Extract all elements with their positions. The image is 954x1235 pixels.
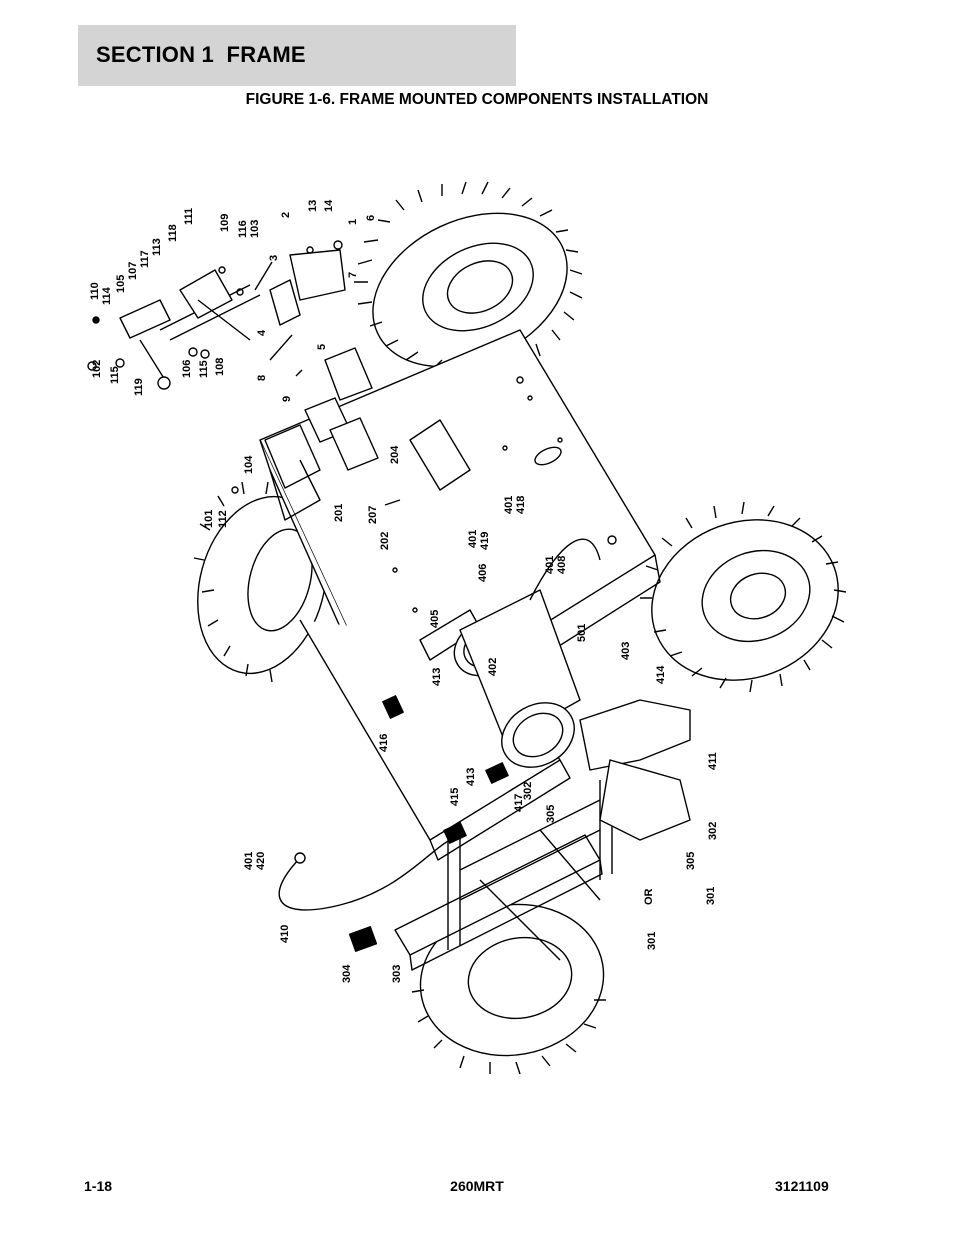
callout-408: 408	[556, 556, 568, 574]
callout-303: 303	[391, 965, 403, 983]
callout-105: 105	[115, 275, 127, 293]
callout-117: 117	[139, 250, 151, 268]
footer-document-number: 3121109	[775, 1178, 829, 1194]
callout-207: 207	[367, 506, 379, 524]
callout-104: 104	[243, 455, 255, 474]
callout-201: 201	[333, 504, 345, 522]
callout-13: 13	[307, 200, 319, 212]
callout-410: 410	[279, 925, 291, 943]
callout-305-b: 305	[685, 852, 697, 870]
callout-7: 7	[347, 272, 359, 278]
wheel-top-right	[354, 181, 583, 375]
callout-301-b: 301	[646, 932, 658, 950]
callout-115-right: 115	[198, 360, 210, 378]
callout-112: 112	[217, 510, 229, 528]
callout-401-a: 401	[503, 496, 515, 514]
callout-109: 109	[219, 214, 231, 232]
callout-14: 14	[323, 199, 335, 212]
callout-4: 4	[256, 329, 268, 336]
callout-405: 405	[429, 610, 441, 628]
callout-118: 118	[167, 224, 179, 242]
callout-413-a: 413	[431, 668, 443, 686]
callout-110: 110	[89, 282, 101, 300]
frame-main	[87, 240, 691, 971]
footer-page-number: 1-18	[84, 1178, 113, 1194]
callout-114: 114	[101, 286, 113, 305]
callout-416: 416	[378, 734, 390, 752]
callout-304: 304	[341, 964, 353, 983]
callout-415: 415	[449, 788, 461, 806]
callout-401-b: 401	[467, 530, 479, 548]
callout-5: 5	[316, 344, 328, 350]
footer-model: 260MRT	[450, 1178, 504, 1194]
callout-labels: 110 114 105 107 117 113 118 111 109 116 …	[89, 199, 719, 983]
callout-401-d: 401	[243, 852, 255, 870]
callout-2: 2	[280, 212, 292, 218]
callout-417: 417	[513, 794, 525, 812]
callout-or: OR	[643, 888, 655, 905]
callout-401-c: 401	[544, 556, 556, 574]
figure-title: FIGURE 1-6. FRAME MOUNTED COMPONENTS INS…	[245, 91, 709, 108]
callout-302-a: 302	[522, 782, 534, 800]
callout-9: 9	[281, 396, 293, 402]
callout-3: 3	[268, 255, 280, 261]
callout-119: 119	[133, 378, 145, 396]
callout-108: 108	[214, 358, 226, 376]
callout-113: 113	[151, 238, 163, 256]
callout-501: 501	[576, 624, 588, 642]
callout-305-a: 305	[545, 805, 557, 823]
callout-414: 414	[655, 665, 667, 684]
callout-204: 204	[389, 445, 401, 464]
callout-419: 419	[479, 532, 491, 550]
callout-402: 402	[487, 658, 499, 676]
callout-102: 102	[91, 360, 103, 378]
callout-420: 420	[255, 852, 267, 870]
callout-115-left: 115	[109, 366, 121, 384]
callout-1: 1	[347, 219, 359, 225]
callout-301-a: 301	[705, 887, 717, 905]
callout-413-b: 413	[465, 768, 477, 786]
section-header: SECTION 1 FRAME	[78, 25, 516, 86]
callout-103: 103	[249, 220, 261, 238]
callout-202: 202	[379, 532, 391, 550]
wheel-right	[640, 501, 847, 693]
callout-101: 101	[203, 510, 215, 528]
callout-403: 403	[620, 642, 632, 660]
callout-111: 111	[183, 208, 195, 225]
callout-406: 406	[477, 564, 489, 582]
callout-106: 106	[181, 360, 193, 378]
callout-302-b: 302	[707, 822, 719, 840]
callout-6: 6	[365, 215, 377, 221]
callout-116: 116	[237, 220, 249, 238]
section-title: SECTION 1 FRAME	[96, 42, 306, 67]
callout-411: 411	[707, 752, 719, 770]
callout-107: 107	[127, 262, 139, 280]
callout-8: 8	[256, 375, 268, 381]
callout-418: 418	[515, 496, 527, 514]
